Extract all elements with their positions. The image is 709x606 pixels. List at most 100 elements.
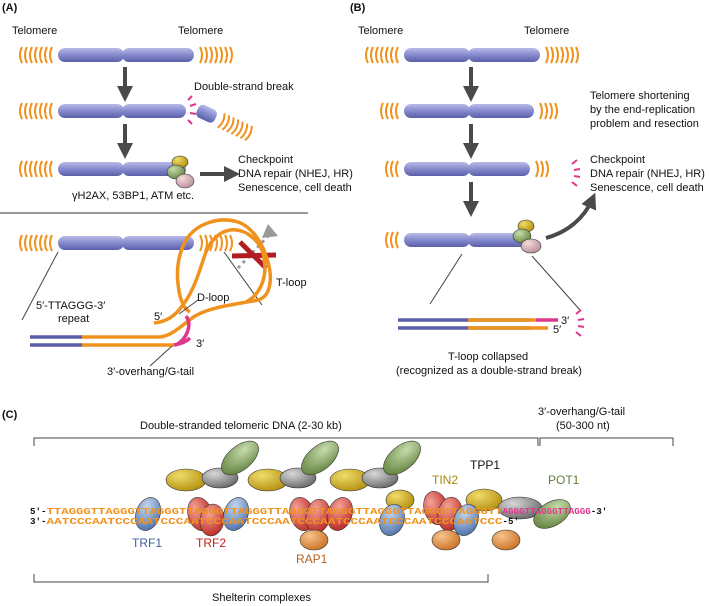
telomere-repeat-arc	[550, 46, 554, 64]
telomere-repeat-arc	[214, 46, 218, 64]
collapsed-label-line-2: (recognized as a double-strand break)	[396, 365, 582, 377]
telomere-repeat-arc	[554, 102, 558, 120]
checkpoint-a-line-3: Senescence, cell death	[238, 182, 352, 194]
telomere-repeat-arc	[235, 121, 244, 137]
top-strand-sequence: TTAGGGTTAGGGTTAGGGTTAGGGTTAGGGTTAGGGTTAG…	[47, 506, 504, 517]
tpp1-label: TPP1	[470, 458, 500, 472]
overhang-label-a: 3′-overhang/G-tail	[107, 366, 194, 378]
top-strand-gtail: AGGGTTAGGGTTAGGG	[503, 506, 592, 517]
bottom-strand-sequence: AATCCCAATCCCAATCCCAATCCCAATCCCAATCCCAATC…	[47, 516, 504, 527]
repeat-label-line-1: 5′-TTAGGG-3′	[36, 300, 105, 312]
telomere-repeat-arc	[549, 102, 553, 120]
tin2-label: TIN2	[432, 473, 458, 487]
telomere-repeat-arc	[39, 234, 43, 252]
three-prime-a: 3′	[196, 338, 204, 350]
bottom-strand: 3′-AATCCCAATCCCAATCCCAATCCCAATCCCAATCCCA…	[30, 516, 519, 527]
break-ticks-b	[571, 159, 581, 187]
telomere-repeat-arc	[395, 46, 399, 64]
telomere-repeat-arc	[24, 234, 28, 252]
dna-damage-markers: γH2AX, 53BP1, ATM etc.	[72, 190, 194, 202]
telomere-repeat-arc	[390, 160, 394, 178]
t-loop-label: T-loop	[276, 277, 307, 289]
telomere-repeat-arc	[224, 234, 228, 252]
trf1-label: TRF1	[132, 536, 162, 550]
trf2-label: TRF2	[196, 536, 226, 550]
telomere-repeat-arc	[44, 46, 48, 64]
telomere-repeat-arc	[19, 234, 23, 252]
t-loop-diagram	[30, 218, 273, 347]
telomere-repeat-arc	[219, 46, 223, 64]
shortening-line-2: by the end-replication	[590, 104, 695, 116]
chromosome-a1	[19, 46, 233, 64]
telomere-repeat-arc	[19, 160, 23, 178]
telomere-repeat-arc	[39, 160, 43, 178]
telomere-repeat-arc	[544, 102, 548, 120]
telomere-repeat-arc	[44, 234, 48, 252]
chromosome-a3	[19, 155, 195, 189]
telomere-repeats-left	[19, 46, 53, 64]
telomere-repeat-arc	[565, 46, 569, 64]
ds-dna-label: Double-stranded telomeric DNA (2-30 kb)	[140, 420, 342, 432]
telomere-repeat-arc	[204, 46, 208, 64]
collapsed-label-line-1: T-loop collapsed	[448, 351, 528, 363]
telomere-repeat-arc	[390, 46, 394, 64]
checkpoint-a-line-2: DNA repair (NHEJ, HR)	[238, 168, 353, 180]
top-strand-suffix: -3′	[591, 506, 608, 517]
three-prime-b: 3′	[561, 315, 569, 327]
telomere-repeat-arc	[365, 46, 369, 64]
telomere-repeat-arc	[370, 46, 374, 64]
chromosome-a4-protected	[19, 234, 233, 252]
pot1-protein	[533, 499, 571, 529]
telomere-repeat-arc	[540, 160, 544, 178]
telomere-repeat-arc	[385, 160, 389, 178]
telomere-repeat-arc	[29, 234, 33, 252]
shortening-line-3: problem and resection	[590, 118, 699, 130]
telomere-repeat-arc	[395, 102, 399, 120]
telomere-repeat-arc	[244, 125, 253, 142]
arrow-b4-curved	[545, 192, 597, 240]
checkpoint-a-line-1: Checkpoint	[238, 154, 293, 166]
panel-b-label: (B)	[350, 2, 366, 14]
checkpoint-b-line-2: DNA repair (NHEJ, HR)	[590, 168, 705, 180]
telomere-repeat-arc	[560, 46, 564, 64]
telomere-repeat-arc	[380, 102, 384, 120]
telomere-repeat-arc	[535, 160, 539, 178]
shortening-line-1: Telomere shortening	[590, 90, 690, 102]
telomere-repeat-arc	[49, 234, 53, 252]
telomere-repeat-arc	[29, 46, 33, 64]
telomere-repeat-arc	[24, 102, 28, 120]
telomere-repeat-arc	[24, 160, 28, 178]
chromosome-b4-collapsed	[385, 219, 542, 254]
telomere-repeat-arc	[539, 102, 543, 120]
trf1-protein	[135, 497, 161, 531]
telomere-repeat-arc	[199, 234, 203, 252]
five-prime-a: 5′	[154, 311, 162, 323]
five-prime-b: 5′	[553, 324, 561, 336]
shelterin-proteins	[135, 440, 571, 551]
telomere-repeat-arc	[380, 46, 384, 64]
telomere-repeat-arc	[199, 46, 203, 64]
checkpoint-b-line-1: Checkpoint	[590, 154, 645, 166]
telomere-repeat-arc	[385, 46, 389, 64]
telomere-repeat-arc	[570, 46, 574, 64]
telomere-repeat-arc	[34, 102, 38, 120]
telomere-repeat-arc	[49, 160, 53, 178]
telomere-repeat-arc	[39, 102, 43, 120]
break-ticks-a	[187, 95, 197, 125]
telomere-repeat-arc	[209, 46, 213, 64]
telomere-left-label-a: Telomere	[12, 25, 57, 37]
top-strand-prefix: 5′-	[30, 506, 47, 517]
telomere-repeat-arc	[545, 160, 549, 178]
telomere-repeat-arc	[230, 119, 240, 135]
overhang-bracket	[539, 437, 674, 446]
chromosome-a2-broken	[19, 95, 253, 142]
chromosome-b3	[385, 160, 549, 178]
telomere-repeat-arc	[39, 46, 43, 64]
telomere-repeat-arc	[34, 160, 38, 178]
telomere-repeats-right	[199, 46, 233, 64]
telomere-repeat-arc	[49, 46, 53, 64]
collapsed-t-loop	[398, 309, 585, 337]
telomere-repeat-arc	[385, 102, 389, 120]
rap1-label: RAP1	[296, 552, 328, 566]
